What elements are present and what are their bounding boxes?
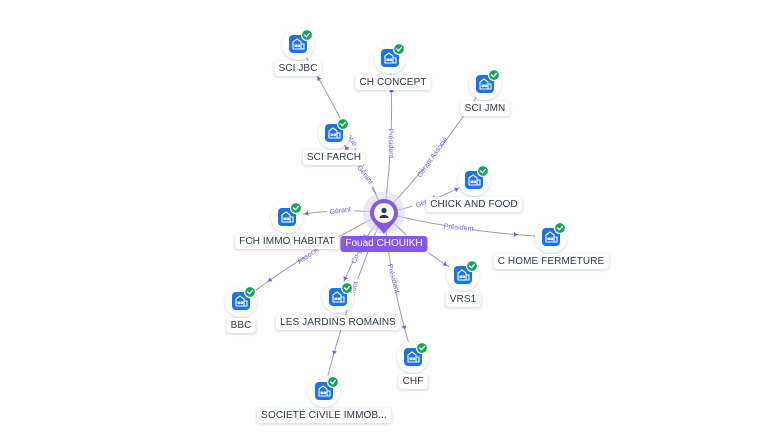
- edge-label-bg: [420, 143, 445, 172]
- check-glyph: [490, 72, 498, 78]
- edge-arrow-c-home-fermeture: [513, 231, 518, 237]
- check-glyph: [303, 32, 311, 38]
- building-glyph: [384, 52, 397, 64]
- user-icon: [381, 207, 387, 214]
- edge-arrow-fch-immo-habitat: [304, 210, 309, 216]
- edge-arrow-les-jardins-romains: [343, 276, 349, 281]
- building-glyph: [281, 211, 294, 223]
- check-glyph: [395, 46, 403, 52]
- company-label-societe-civile-immob[interactable]: SOCIETE CIVILE IMMOB...: [257, 408, 391, 423]
- check-icon: [336, 117, 350, 131]
- edge-relation-label: Gérant Associé: [416, 136, 449, 179]
- building-glyph: [318, 385, 331, 397]
- edge-arrow-ch-concept: [388, 88, 394, 93]
- company-label-sci-farch[interactable]: SCI FARCH: [302, 150, 366, 165]
- check-icon: [415, 341, 429, 355]
- edge-arrow-chf: [401, 325, 407, 330]
- check-glyph: [343, 285, 351, 291]
- check-icon: [340, 281, 354, 295]
- company-node-ch-concept[interactable]: [374, 42, 406, 74]
- check-icon: [243, 285, 257, 299]
- check-icon: [326, 375, 340, 389]
- check-glyph: [556, 225, 564, 231]
- company-label-ch-concept[interactable]: CH CONCEPT: [355, 75, 431, 90]
- company-label-les-jardins-romains[interactable]: LES JARDINS ROMAINS: [276, 315, 400, 330]
- check-glyph: [479, 168, 487, 174]
- edge-relation-label: Président: [387, 129, 395, 159]
- check-glyph: [339, 121, 347, 127]
- company-node-chick-and-food[interactable]: [458, 164, 490, 196]
- check-icon: [392, 42, 406, 56]
- edge-arrow-vrs1: [442, 261, 448, 266]
- edge-relation-label: Président: [444, 223, 474, 233]
- edge-relation-label: Gérant: [329, 206, 351, 216]
- edge-label-bg: [385, 129, 396, 158]
- edge-label-bg: [325, 204, 355, 218]
- company-node-sci-farch[interactable]: [318, 117, 350, 149]
- building-glyph: [292, 38, 305, 50]
- edge-arrow-sci-farch: [344, 145, 350, 151]
- building-glyph: [479, 78, 492, 90]
- company-label-c-home-fermeture[interactable]: C HOME FERMETURE: [493, 254, 609, 269]
- company-label-fch-immo-habitat[interactable]: FCH IMMO HABITAT: [235, 234, 339, 249]
- check-glyph: [246, 289, 254, 295]
- company-label-bbc[interactable]: BBC: [226, 318, 256, 333]
- building-glyph: [468, 174, 481, 186]
- company-node-societe-civile-immob[interactable]: [308, 375, 340, 407]
- center-person-label[interactable]: Fouad CHOUIKH: [340, 236, 428, 252]
- edge-arrow-societe-civile-immob: [332, 350, 338, 355]
- check-glyph: [292, 205, 300, 211]
- company-label-sci-jmn[interactable]: SCI JMN: [460, 101, 510, 116]
- check-icon: [553, 221, 567, 235]
- company-node-les-jardins-romains[interactable]: [322, 281, 354, 313]
- edge-relation-label: Président: [386, 263, 400, 293]
- building-glyph: [545, 231, 558, 243]
- company-node-fch-immo-habitat[interactable]: [271, 201, 303, 233]
- check-icon: [300, 28, 314, 42]
- building-glyph: [235, 295, 248, 307]
- company-node-sci-jbc[interactable]: [282, 28, 314, 60]
- company-node-chf[interactable]: [397, 341, 429, 373]
- check-icon: [465, 259, 479, 273]
- center-person-node[interactable]: [363, 192, 405, 234]
- company-node-c-home-fermeture[interactable]: [535, 221, 567, 253]
- company-node-sci-jmn[interactable]: [469, 68, 501, 100]
- edge-arrow-bbc: [267, 277, 273, 282]
- company-label-sci-jbc[interactable]: SCI JBC: [274, 61, 322, 76]
- edge-label-bg: [385, 263, 402, 294]
- check-glyph: [468, 263, 476, 269]
- user-icon-body: [379, 214, 389, 218]
- building-glyph: [457, 269, 470, 281]
- company-node-vrs1[interactable]: [447, 259, 479, 291]
- company-label-chick-and-food[interactable]: CHICK AND FOOD: [426, 197, 522, 212]
- edge-label-bg: [411, 191, 441, 212]
- check-glyph: [329, 379, 337, 385]
- building-glyph: [407, 351, 420, 363]
- edge-arrow-sci-jbc: [317, 76, 322, 82]
- nodes-layer: [225, 28, 567, 407]
- company-node-bbc[interactable]: [225, 285, 257, 317]
- check-icon: [289, 201, 303, 215]
- edge-label-bg: [444, 221, 473, 234]
- building-glyph: [332, 291, 345, 303]
- company-label-chf[interactable]: CHF: [398, 374, 428, 389]
- check-glyph: [418, 345, 426, 351]
- check-icon: [476, 164, 490, 178]
- check-icon: [487, 68, 501, 82]
- building-glyph: [328, 127, 341, 139]
- edge-arrow-chick-and-food: [454, 187, 459, 193]
- company-label-vrs1[interactable]: VRS1: [445, 292, 481, 307]
- edge-label-bg: [352, 161, 377, 189]
